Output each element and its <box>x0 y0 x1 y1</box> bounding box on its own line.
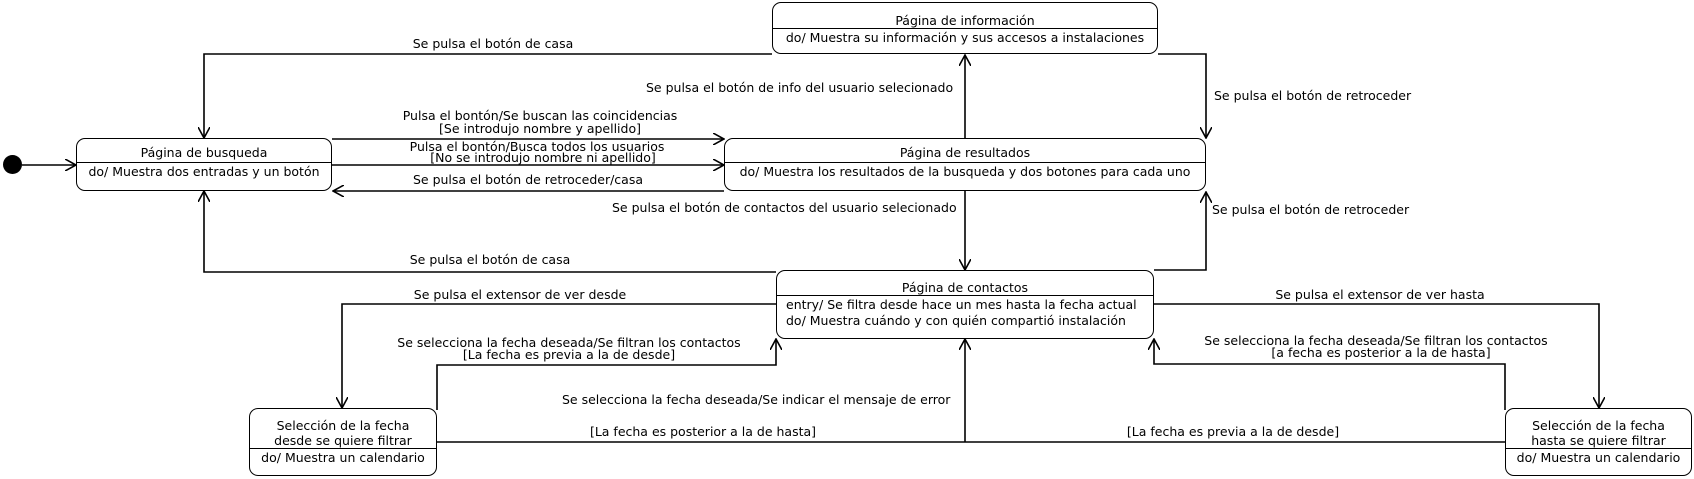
state-name: Página de resultados <box>899 145 1031 160</box>
state-busqueda: Página de busqueda do/ Muestra dos entra… <box>76 138 332 191</box>
state-informacion: Página de información do/ Muestra su inf… <box>772 2 1158 54</box>
state-divider <box>773 28 1157 29</box>
info-to-busqueda-arrow <box>204 53 772 138</box>
state-action: do/ Muestra un calendario <box>261 450 425 465</box>
state-resultados: Página de resultados do/ Muestra los res… <box>724 138 1206 191</box>
state-contactos: Página de contactos entry/ Se filtra des… <box>776 270 1154 339</box>
transition-label: Pulsa el bontón/Se buscan las coincidenc… <box>402 108 678 123</box>
state-action: entry/ Se filtra desde hace un mes hasta… <box>786 297 1137 312</box>
initial-state <box>3 155 22 174</box>
transition-label: Se selecciona la fecha deseada/Se filtra… <box>1204 333 1548 348</box>
state-divider <box>725 162 1205 163</box>
transition-label: Se pulsa el botón de retroceder <box>1212 202 1410 217</box>
transition-guard: [La fecha es previa a la de desde] <box>462 347 676 362</box>
transition-label: Se pulsa el botón de retroceder <box>1214 88 1412 103</box>
state-action: do/ Muestra dos entradas y un botón <box>88 164 320 179</box>
state-seleccion-hasta: Selección de la fecha hasta se quiere fi… <box>1505 408 1692 476</box>
transition-label: Se selecciona la fecha deseada/Se indica… <box>562 392 951 407</box>
state-name-line: Selección de la fecha <box>276 418 410 433</box>
hasta-to-contactos-arrow <box>1154 339 1506 410</box>
transition-label: Pulsa el bontón/Busca todos los usuarios <box>409 139 665 154</box>
transition-label: Se pulsa el botón de contactos del usuar… <box>612 200 957 215</box>
state-name: Página de contactos <box>901 280 1029 295</box>
transition-guard: [No se introdujo nombre ni apellido] <box>430 150 656 165</box>
contactos-to-desde-arrow <box>342 303 776 408</box>
transition-guard: [La fecha es posterior a la de hasta] <box>589 424 817 439</box>
transition-label: Se pulsa el botón de info del usuario se… <box>646 80 954 95</box>
info-to-resultados-arrow <box>1158 53 1206 138</box>
state-divider <box>1506 448 1691 449</box>
state-divider <box>250 448 436 449</box>
state-name-line: hasta se quiere filtrar <box>1531 433 1666 448</box>
state-name: Página de información <box>895 13 1035 28</box>
state-name-line: desde se quiere filtrar <box>274 433 412 448</box>
contactos-to-busqueda-arrow <box>204 191 776 273</box>
state-name-line: Selección de la fecha <box>1532 418 1665 433</box>
state-action: do/ Muestra un calendario <box>1516 450 1681 465</box>
transition-label: Se pulsa el botón de retroceder/casa <box>412 172 644 187</box>
contactos-to-resultados-arrow <box>1154 192 1206 271</box>
transition-label: Se pulsa el extensor de ver hasta <box>1275 287 1485 302</box>
transition-label: Se selecciona la fecha deseada/Se filtra… <box>397 335 741 350</box>
transition-label: Se pulsa el extensor de ver desde <box>413 287 627 302</box>
transition-guard: [a fecha es posterior a la de hasta] <box>1271 345 1491 360</box>
state-action: do/ Muestra cuándo y con quién compartió… <box>786 313 1126 328</box>
transition-label: Se pulsa el botón de casa <box>412 36 574 51</box>
transition-label: Se pulsa el botón de casa <box>409 252 571 267</box>
transition-guard: [Se introdujo nombre y apellido] <box>439 121 641 136</box>
contactos-to-hasta-arrow <box>1154 303 1599 408</box>
state-name: Página de busqueda <box>140 145 268 160</box>
state-divider <box>777 295 1153 296</box>
state-divider <box>77 162 331 163</box>
state-action: do/ Muestra su información y sus accesos… <box>785 30 1145 45</box>
state-action: do/ Muestra los resultados de la busqued… <box>739 164 1191 179</box>
transition-guard: [La fecha es previa a la de desde] <box>1126 424 1340 439</box>
desde-to-contactos-arrow <box>436 339 776 410</box>
state-seleccion-desde: Selección de la fecha desde se quiere fi… <box>249 408 437 476</box>
